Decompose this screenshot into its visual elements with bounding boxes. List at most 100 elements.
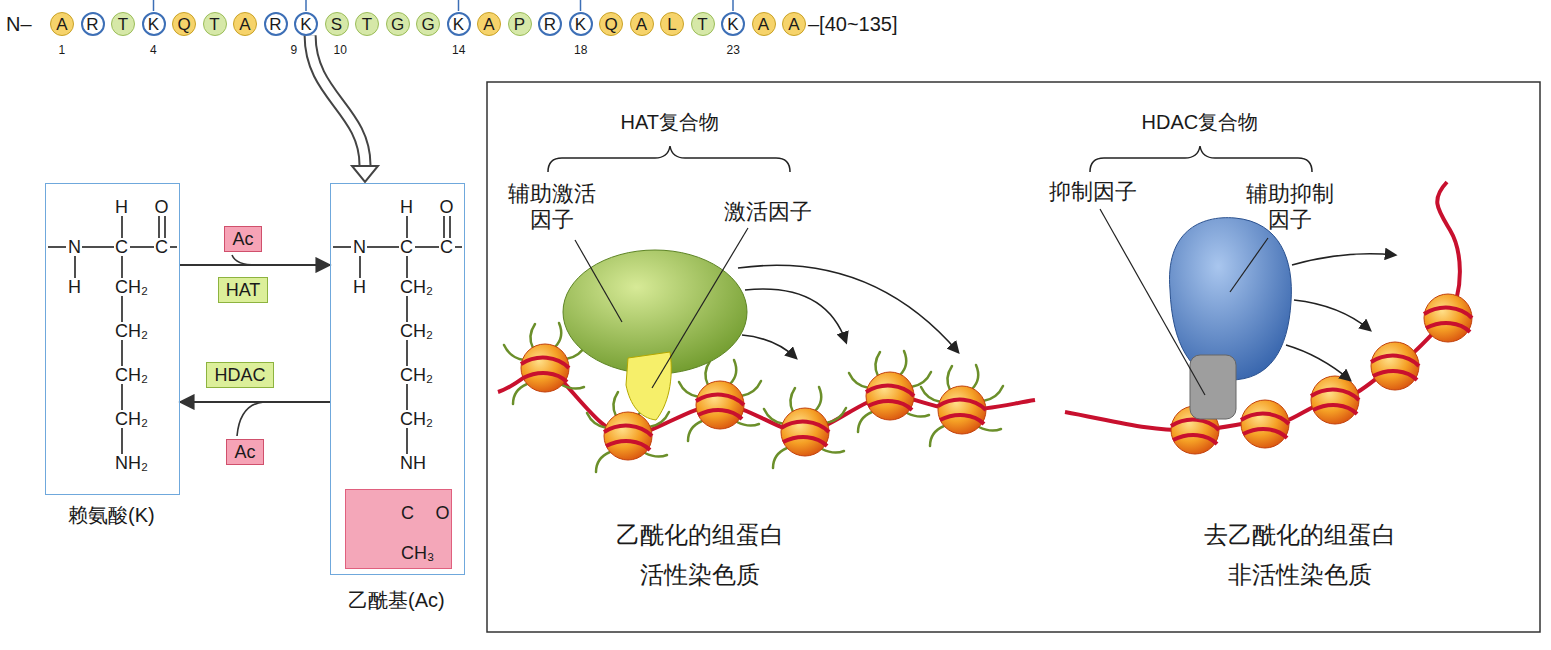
residue-letter: Q: [177, 16, 190, 33]
art-line: [130, 246, 154, 248]
art-line: [1230, 238, 1268, 292]
art-path: [237, 402, 264, 436]
atom-label: CH₂: [115, 366, 148, 384]
annotation: 辅助抑制 因子: [1240, 181, 1340, 234]
residue-circle: T: [203, 12, 227, 36]
art-line: [406, 340, 408, 366]
residue-circle: Q: [599, 12, 623, 36]
residue-letter: T: [209, 16, 219, 33]
leader-lines: [1100, 209, 1268, 395]
atom-label: C: [400, 238, 413, 256]
art-line: [121, 296, 123, 322]
atom-label: H: [353, 278, 366, 296]
tag-text: Ac: [232, 229, 253, 249]
residue-number: 18: [574, 43, 587, 57]
acetyl-tag: Ac: [226, 439, 263, 465]
atom-label: CH₂: [115, 322, 148, 340]
art-use: [921, 365, 1003, 446]
art-line: [121, 384, 123, 410]
residue-letter: K: [453, 16, 464, 33]
art-line: [458, 0, 460, 11]
residue-number: 9: [291, 43, 298, 57]
residue-letter: R: [269, 16, 281, 33]
residue-number: 14: [452, 43, 465, 57]
connector: [180, 265, 330, 266]
residue-letter: A: [758, 16, 769, 33]
residue-circle: K: [569, 12, 593, 36]
residue-letter: L: [667, 16, 676, 33]
residue-circle: G: [386, 12, 410, 36]
art-line: [415, 246, 439, 248]
acetyl-tag: Ac: [224, 226, 261, 252]
connector: [310, 35, 378, 182]
annotation: 激活因子: [724, 199, 812, 225]
art-line: [406, 296, 408, 322]
structure-box: HONCCHCH₂CH₂CH₂CH₂NH乙酰基(Ac)COCH₃: [330, 183, 465, 575]
residue-number: 1: [59, 43, 66, 57]
residue-letter: A: [483, 16, 494, 33]
residue-circle: R: [538, 12, 562, 36]
atom-label: C: [115, 238, 128, 256]
residue-circle: A: [233, 12, 257, 36]
art-line: [48, 246, 66, 248]
art-line: [121, 340, 123, 366]
hollow-arrow-head: [352, 166, 378, 182]
residue-letter: G: [391, 16, 404, 33]
residue-circle: T: [355, 12, 379, 36]
atom-label: CH₂: [115, 278, 148, 296]
residue-circle: G: [416, 12, 440, 36]
art-line: [652, 228, 748, 388]
sequence-end: N–: [6, 12, 32, 36]
residue-circle: A: [50, 12, 74, 36]
art-path: [1292, 254, 1395, 265]
residue-letter: G: [421, 16, 434, 33]
art-line: [359, 256, 361, 278]
sequence-end: –[40~135]: [808, 12, 898, 36]
residue-circle: A: [630, 12, 654, 36]
residue-circle: A: [782, 12, 806, 36]
residue-letter: T: [118, 16, 128, 33]
leader-lines: [575, 228, 748, 388]
art-path: [745, 289, 846, 342]
bond-lines: [48, 216, 177, 454]
residue-letter: R: [544, 16, 556, 33]
atom-label: C: [440, 238, 453, 256]
art-line: [406, 256, 408, 278]
art-use: [679, 360, 761, 441]
atom-label: N: [353, 238, 366, 256]
art-path: [1286, 345, 1350, 380]
atom-label: O: [436, 504, 450, 522]
atom-label: H: [400, 198, 413, 216]
art-path: [742, 335, 796, 358]
art-line: [170, 246, 177, 248]
repressor-shape: [1190, 355, 1236, 419]
connector: [180, 402, 330, 403]
art-line: [449, 216, 451, 238]
annotation: HDAC复合物: [1142, 110, 1259, 134]
brace: [548, 146, 790, 172]
art-line: [406, 428, 408, 454]
residue-letter: S: [331, 16, 342, 33]
art-line: [121, 216, 123, 238]
residue-number: 4: [150, 43, 157, 57]
art-use: [1241, 400, 1289, 448]
art-line: [455, 246, 462, 248]
hollow-arrow-outline: [310, 35, 365, 165]
tick-marks: [154, 0, 734, 11]
annotation: 非活性染色质: [1228, 561, 1372, 590]
tag-text: Ac: [234, 442, 255, 462]
annotation: 去乙酰化的组蛋白: [1204, 521, 1396, 550]
reaction-arrow: [180, 401, 330, 403]
tag-text: HAT: [226, 280, 261, 300]
atom-label: NH₂: [115, 454, 148, 472]
atom-label: NH: [400, 454, 426, 472]
hollow-arrow-body: [310, 35, 365, 165]
art-use: [521, 344, 569, 392]
art-line: [580, 0, 582, 11]
residue-number: 23: [727, 43, 740, 57]
structure-name: 赖氨酸(K): [68, 505, 155, 525]
